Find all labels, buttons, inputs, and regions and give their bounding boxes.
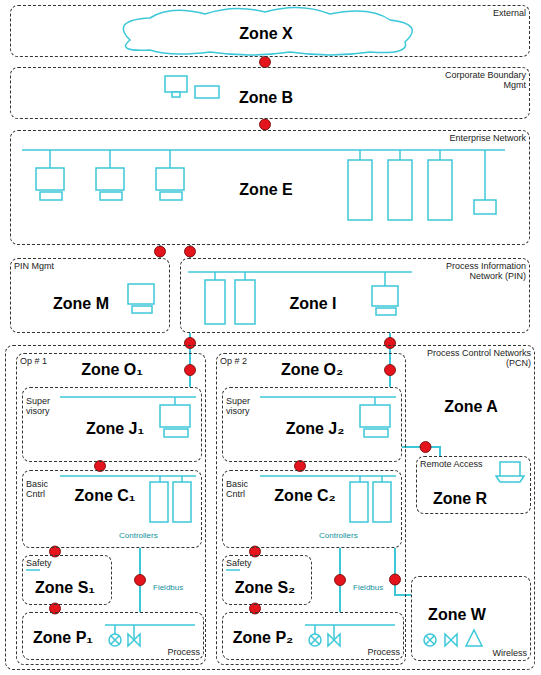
- zone-heading: Wireless: [467, 648, 527, 658]
- zone-heading: PIN Mgmt: [14, 261, 84, 271]
- zone-name: Zone S₁: [33, 578, 97, 597]
- part-label: Fieldbus: [152, 583, 184, 593]
- conduit-dot: [390, 574, 401, 585]
- zone-name: Zone O₂: [279, 360, 345, 379]
- zone-heading: Process: [150, 647, 200, 657]
- conduit-dot: [420, 442, 431, 453]
- zone-heading: Process Control Networks (PCN): [421, 348, 531, 368]
- zone-box: SafetyZone S₂: [222, 555, 312, 605]
- zone-box: Op # 2 Zone O₂ Super visoryZone J₂ Basic Cn…: [216, 353, 406, 665]
- zone-box: Basic Cntrl Zone C₂: [222, 470, 402, 548]
- zone-heading: Enterprise Network: [436, 133, 526, 143]
- zone-box: Process Control Networks (PCN) Zone A Op #…: [5, 345, 535, 670]
- zone-name: Zone O₁: [79, 360, 145, 379]
- network-link: [260, 119, 271, 130]
- zone-box: Enterprise NetworkZone E: [10, 130, 530, 245]
- zone-heading: Basic Cntrl: [226, 479, 266, 499]
- zone-name: Zone E: [237, 180, 294, 199]
- zone-name: Zone X: [237, 24, 294, 43]
- network-link: [185, 245, 196, 258]
- zone-box: Process Zone P₂: [222, 612, 404, 660]
- network-link: [185, 353, 196, 387]
- zone-box: Wireless Zone W: [411, 576, 531, 661]
- zone-name: Zone R: [431, 489, 489, 508]
- zone-heading: Process Information Network (PIN): [421, 261, 526, 281]
- zone-box: Remote AccessZone R: [416, 456, 531, 514]
- network-link: [385, 353, 396, 387]
- zone-name: Zone A: [442, 397, 500, 416]
- part-label: Controllers: [318, 531, 359, 541]
- network-link: [385, 333, 396, 353]
- conduit-dot: [335, 575, 346, 586]
- zone-name: Zone C₁: [73, 486, 138, 505]
- zone-box: ExternalZone X: [10, 5, 530, 57]
- conduit-dot: [155, 246, 166, 257]
- network-link: [155, 245, 166, 258]
- network-link: [135, 548, 146, 612]
- zone-box: PIN MgmtZone M: [10, 258, 170, 333]
- zone-box: Process Zone P₁: [22, 612, 204, 660]
- zone-box: Super visoryZone J₂: [222, 387, 402, 462]
- zone-heading: Super visory: [226, 396, 266, 416]
- zone-name: Zone J₂: [284, 419, 347, 438]
- zone-box: Corporate Boundary MgmtZone B: [10, 67, 530, 119]
- zone-heading: Safety: [226, 558, 286, 568]
- conduit-dot: [260, 57, 271, 68]
- zone-heading: External: [466, 8, 526, 18]
- zone-name: Zone C₂: [272, 486, 337, 505]
- network-link: [185, 333, 196, 353]
- zone-heading: Safety: [26, 558, 86, 568]
- zone-heading: Op # 1: [20, 356, 60, 366]
- network-link: [260, 57, 271, 68]
- zone-name: Zone B: [237, 88, 295, 107]
- zone-heading: Remote Access: [420, 459, 500, 469]
- network-link: [335, 548, 346, 612]
- part-label: Fieldbus: [352, 583, 384, 593]
- zone-heading: Basic Cntrl: [26, 479, 66, 499]
- conduit-dot: [385, 338, 396, 349]
- zone-box: Basic Cntrl Zone C₁: [22, 470, 202, 548]
- zone-box: Super visoryZone J₁: [22, 387, 202, 462]
- zone-heading: Op # 2: [220, 356, 260, 366]
- zone-name: Zone P₁: [31, 628, 95, 647]
- conduit-dot: [260, 119, 271, 130]
- conduit-dot: [185, 365, 196, 376]
- zone-heading: Process: [350, 647, 400, 657]
- zone-name: Zone J₁: [84, 419, 146, 438]
- conduit-dot: [185, 246, 196, 257]
- network-link: [390, 548, 412, 595]
- zone-heading: Super visory: [26, 396, 66, 416]
- zone-name: Zone W: [426, 605, 488, 624]
- part-label: Controllers: [118, 531, 159, 541]
- zone-name: Zone M: [51, 294, 111, 313]
- zone-box: Process Information Network (PIN) Zone I: [180, 258, 530, 333]
- conduit-dot: [135, 575, 146, 586]
- zone-box: Op # 1 Zone O₁ Super visoryZone J₁ Basic Cn…: [16, 353, 206, 665]
- zone-box: SafetyZone S₁: [22, 555, 112, 605]
- network-link: [402, 442, 440, 457]
- zone-name: Zone P₂: [231, 628, 295, 647]
- zone-name: Zone S₂: [233, 578, 297, 597]
- conduit-dot: [385, 365, 396, 376]
- zone-heading: Corporate Boundary Mgmt: [426, 70, 526, 90]
- conduit-dot: [185, 338, 196, 349]
- zone-name: Zone I: [287, 294, 338, 313]
